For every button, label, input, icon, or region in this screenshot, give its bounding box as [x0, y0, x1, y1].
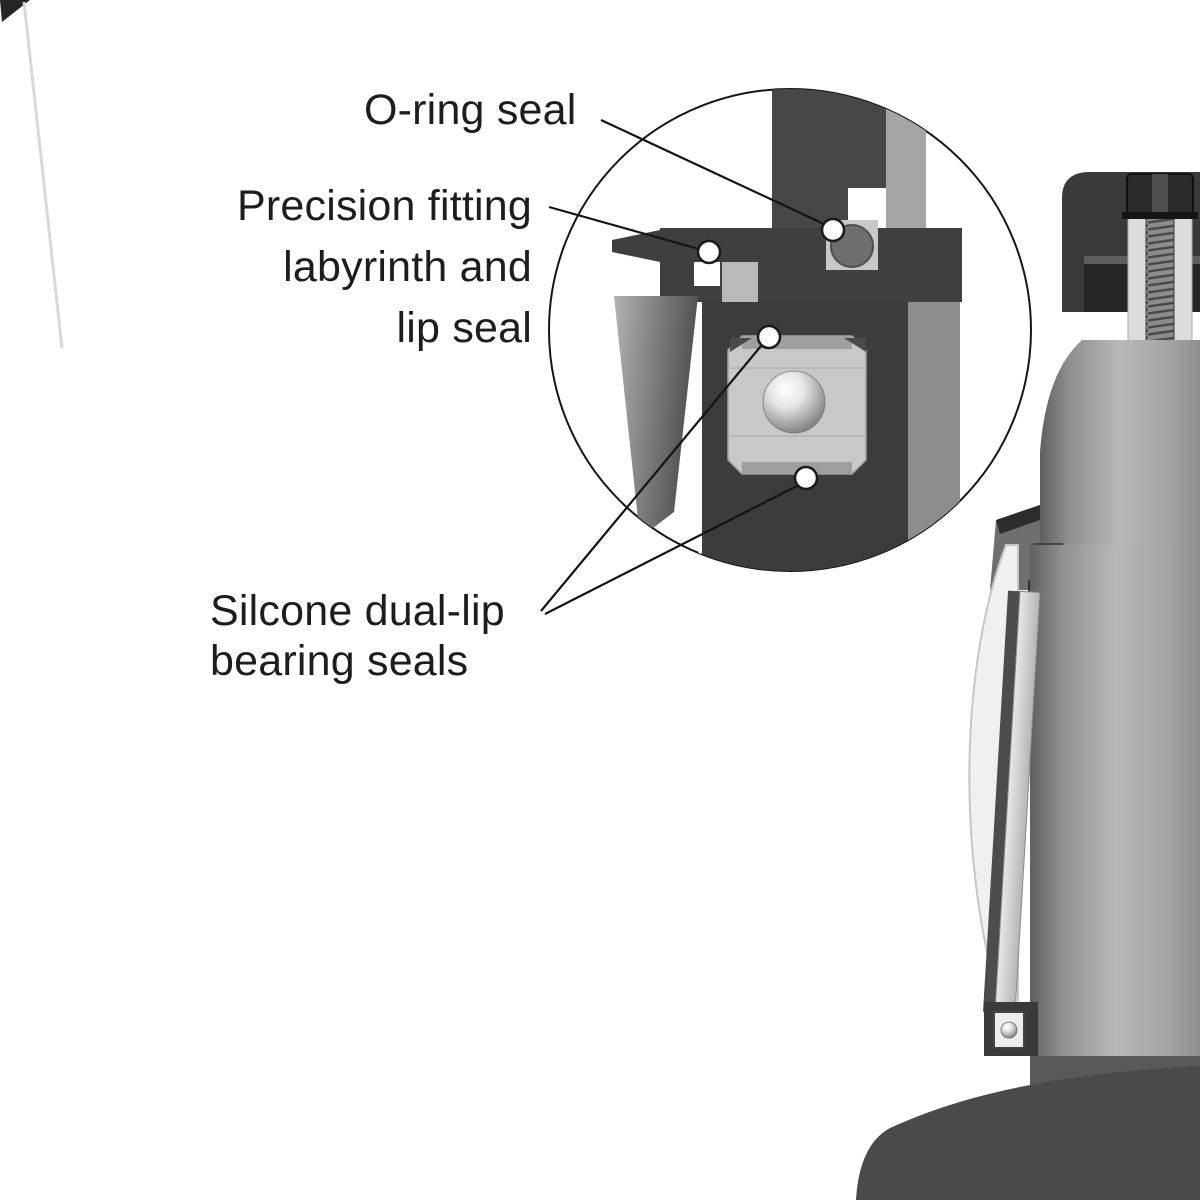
label-precision-line2: labyrinth and	[283, 243, 532, 291]
bolt-washer	[1122, 212, 1198, 219]
lower-bearing-ball	[1000, 1021, 1018, 1039]
corner-faint-edge	[22, 1, 64, 349]
corner-part-edge	[0, 0, 64, 349]
label-precision-fitting: Precision fitting labyrinth and lip seal	[140, 176, 532, 359]
base-cone	[856, 1066, 1200, 1200]
silicone-leader-line-lower	[544, 485, 798, 615]
clamp-bolt-head	[1122, 173, 1198, 219]
seal-notch-left	[730, 338, 752, 352]
label-silicone-line1: Silcone dual-lip	[210, 587, 505, 635]
label-precision-line1: Precision fitting	[237, 182, 532, 230]
corner-sliver	[0, 0, 30, 22]
bearing-bottom-seal	[742, 462, 852, 474]
detail-circle-group	[548, 88, 1032, 572]
callout-markers	[696, 217, 846, 491]
labyrinth-tab	[722, 262, 758, 302]
machine-body-upper	[1040, 340, 1200, 545]
lower-bearing	[984, 1002, 1038, 1056]
belt-strip-group	[983, 590, 1041, 1015]
lip-seal-finger	[612, 230, 660, 262]
precision-leader-line	[548, 205, 700, 251]
silicone-marker-upper	[756, 324, 782, 350]
bearing-ball	[762, 370, 826, 434]
leader-lines	[540, 119, 825, 615]
label-precision-line3: lip seal	[396, 304, 532, 352]
machine-body-lower	[1030, 545, 1200, 1060]
silicone-leader-line-upper	[540, 345, 762, 612]
machine-cutaway	[856, 172, 1200, 1200]
support-wedge	[614, 296, 698, 538]
housing-right-strip	[908, 302, 960, 571]
seal-notch-right	[844, 338, 866, 352]
label-silicone-seals: Silcone dual-lip bearing seals	[210, 586, 505, 686]
label-silicone-line2: bearing seals	[210, 637, 469, 685]
label-oring-seal: O-ring seal	[364, 86, 577, 134]
oring-marker	[820, 217, 846, 243]
precision-marker	[696, 239, 722, 265]
upper-bearing-ledge-lip	[996, 505, 1040, 534]
bearing-block-group	[727, 335, 867, 475]
labyrinth-notch	[694, 262, 720, 286]
strip-dark-edge	[983, 590, 1021, 1013]
oring-leader-line	[600, 119, 825, 225]
silicone-marker-lower	[793, 465, 819, 491]
bolt-head-slot	[1152, 174, 1168, 216]
